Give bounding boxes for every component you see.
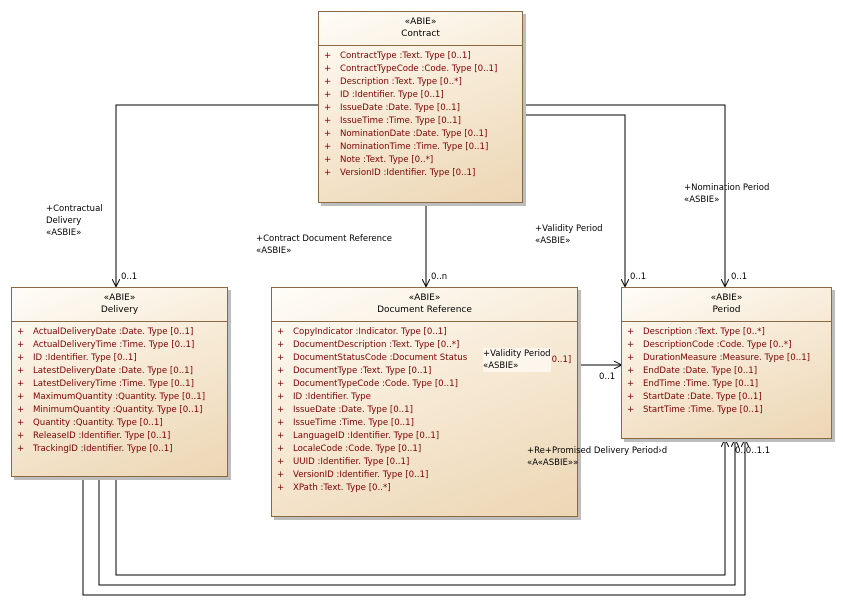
- class-name: Document Reference: [377, 305, 472, 315]
- attribute[interactable]: +EndTime :Time. Type [0..1]: [627, 379, 759, 389]
- attribute-list: +ContractType :Text. Type [0..1] +Contra…: [319, 46, 522, 180]
- role-label-validity-period: +Validity Period «ASBIE»: [535, 224, 603, 246]
- class-name: Contract: [401, 29, 440, 39]
- attribute[interactable]: +DocumentType :Text. Type [0..1]: [277, 366, 432, 376]
- attribute[interactable]: +EndDate :Date. Type [0..1]: [627, 366, 758, 376]
- attribute[interactable]: +LanguageID :Identifier. Type [0..1]: [277, 431, 440, 441]
- class-header: «ABIE» Document Reference: [272, 288, 577, 322]
- attribute[interactable]: +MinimumQuantity :Quantity. Type [0..1]: [17, 405, 203, 415]
- attribute[interactable]: +DocumentTypeCode :Code. Type [0..1]: [277, 379, 458, 389]
- attribute[interactable]: +NominationDate :Date. Type [0..1]: [324, 129, 488, 139]
- attribute[interactable]: +DocumentStatusCode :Document Status: [277, 353, 468, 363]
- overlap-text-docref-validity: ype [0..1]: [530, 355, 572, 365]
- attribute[interactable]: +NominationTime :Time. Type [0..1]: [324, 142, 489, 152]
- attribute[interactable]: +TrackingID :Identifier. Type [0..1]: [17, 444, 173, 454]
- attribute[interactable]: +StartDate :Date. Type [0..1]: [627, 392, 762, 402]
- attribute[interactable]: +ID :Identifier. Type: [277, 392, 371, 402]
- attribute-list: +CopyIndicator :Indicator. Type [0..1] +…: [272, 322, 577, 495]
- stereotype: «ABIE»: [404, 17, 437, 27]
- class-delivery[interactable]: «ABIE» Delivery +ActualDeliveryDate :Dat…: [11, 287, 228, 477]
- attribute[interactable]: +Note :Text. Type [0..*]: [324, 155, 434, 165]
- class-period[interactable]: «ABIE» Period +Description :Text. Type […: [621, 287, 832, 439]
- multiplicity-delivery-periods: 0..0..1.1: [735, 446, 771, 456]
- attribute[interactable]: +ContractTypeCode :Code. Type [0..1]: [324, 64, 498, 74]
- attribute[interactable]: +StartTime :Time. Type [0..1]: [627, 405, 763, 415]
- class-header: «ABIE» Period: [622, 288, 831, 322]
- attribute[interactable]: +VersionID :Identifier. Type [0..1]: [324, 168, 476, 178]
- attribute[interactable]: +UUID :Identifier. Type [0..1]: [277, 457, 410, 467]
- attribute[interactable]: +DocumentDescription :Text. Type [0..*]: [277, 340, 460, 350]
- multiplicity-validity-period: 0..1: [630, 272, 647, 282]
- attribute[interactable]: +CopyIndicator :Indicator. Type [0..1]: [277, 327, 447, 337]
- stereotype: «ABIE»: [103, 293, 136, 303]
- attribute[interactable]: +ID :Identifier. Type [0..1]: [17, 353, 137, 363]
- role-label-contract-document-reference: +Contract Document Reference «ASBIE»: [256, 234, 392, 256]
- role-label-contractual-delivery: +Contractual Delivery «ASBIE»: [46, 204, 103, 238]
- validity-period-connector[interactable]: [522, 114, 625, 286]
- attribute[interactable]: +DurationMeasure :Measure. Type [0..1]: [627, 353, 811, 363]
- attribute[interactable]: +LatestDeliveryDate :Date. Type [0..1]: [17, 366, 193, 376]
- role-label-nomination-period: +Nomination Period «ASBIE»: [684, 183, 770, 205]
- attribute[interactable]: +ActualDeliveryDate :Date. Type [0..1]: [17, 327, 194, 337]
- stereotype: «ABIE»: [408, 293, 441, 303]
- attribute[interactable]: +Description :Text. Type [0..*]: [324, 77, 462, 87]
- delivery-period-connector-3[interactable]: [82, 440, 745, 596]
- class-name: Period: [712, 305, 741, 315]
- attribute[interactable]: +IssueDate :Date. Type [0..1]: [324, 103, 460, 113]
- attribute[interactable]: +Quantity :Quantity. Type [0..1]: [17, 418, 163, 428]
- attribute[interactable]: +Description :Text. Type [0..*]: [627, 327, 765, 337]
- class-contract[interactable]: «ABIE» Contract +ContractType :Text. Typ…: [318, 11, 523, 203]
- attribute-list: +Description :Text. Type [0..*] +Descrip…: [622, 322, 831, 417]
- stereotype: «ABIE»: [710, 293, 743, 303]
- multiplicity-nomination-period: 0..1: [731, 272, 748, 282]
- attribute-list: +ActualDeliveryDate :Date. Type [0..1] +…: [12, 322, 227, 456]
- attribute[interactable]: +ID :Identifier. Type [0..1]: [324, 90, 444, 100]
- multiplicity-docref-validity-period: 0..1: [599, 372, 616, 382]
- multiplicity-contractual-delivery: 0..1: [121, 272, 138, 282]
- attribute[interactable]: +LatestDeliveryTime :Time. Type [0..1]: [17, 379, 194, 389]
- attribute[interactable]: +ActualDeliveryTime :Time. Type [0..1]: [17, 340, 195, 350]
- multiplicity-contract-document-reference: 0..n: [431, 272, 448, 282]
- nomination-period-connector[interactable]: [522, 104, 725, 286]
- contractual-delivery-connector[interactable]: [116, 104, 318, 286]
- role-label-delivery-periods: +Re+Promised Delivery Period›d «A«ASBIE»…: [527, 446, 668, 468]
- delivery-period-connector-2[interactable]: [98, 440, 735, 586]
- class-document-reference[interactable]: «ABIE» Document Reference +CopyIndicator…: [271, 287, 578, 517]
- class-header: «ABIE» Contract: [319, 12, 522, 46]
- attribute[interactable]: +XPath :Text. Type [0..*]: [277, 483, 391, 493]
- attribute[interactable]: +LocaleCode :Code. Type [0..1]: [277, 444, 422, 454]
- attribute[interactable]: +IssueTime :Time. Type [0..1]: [324, 116, 461, 126]
- role-label-docref-validity-period: +Validity Period «ASBIE»: [483, 348, 551, 372]
- attribute[interactable]: +ContractType :Text. Type [0..1]: [324, 51, 471, 61]
- class-header: «ABIE» Delivery: [12, 288, 227, 322]
- attribute[interactable]: +DescriptionCode :Code. Type [0..*]: [627, 340, 792, 350]
- attribute[interactable]: +ReleaseID :Identifier. Type [0..1]: [17, 431, 171, 441]
- attribute[interactable]: +VersionID :Identifier. Type [0..1]: [277, 470, 429, 480]
- delivery-period-connector-1[interactable]: [115, 440, 725, 576]
- attribute[interactable]: +MaximumQuantity :Quantity. Type [0..1]: [17, 392, 206, 402]
- class-name: Delivery: [100, 305, 139, 315]
- attribute[interactable]: +IssueDate :Date. Type [0..1]: [277, 405, 413, 415]
- attribute[interactable]: +IssueTime :Time. Type [0..1]: [277, 418, 414, 428]
